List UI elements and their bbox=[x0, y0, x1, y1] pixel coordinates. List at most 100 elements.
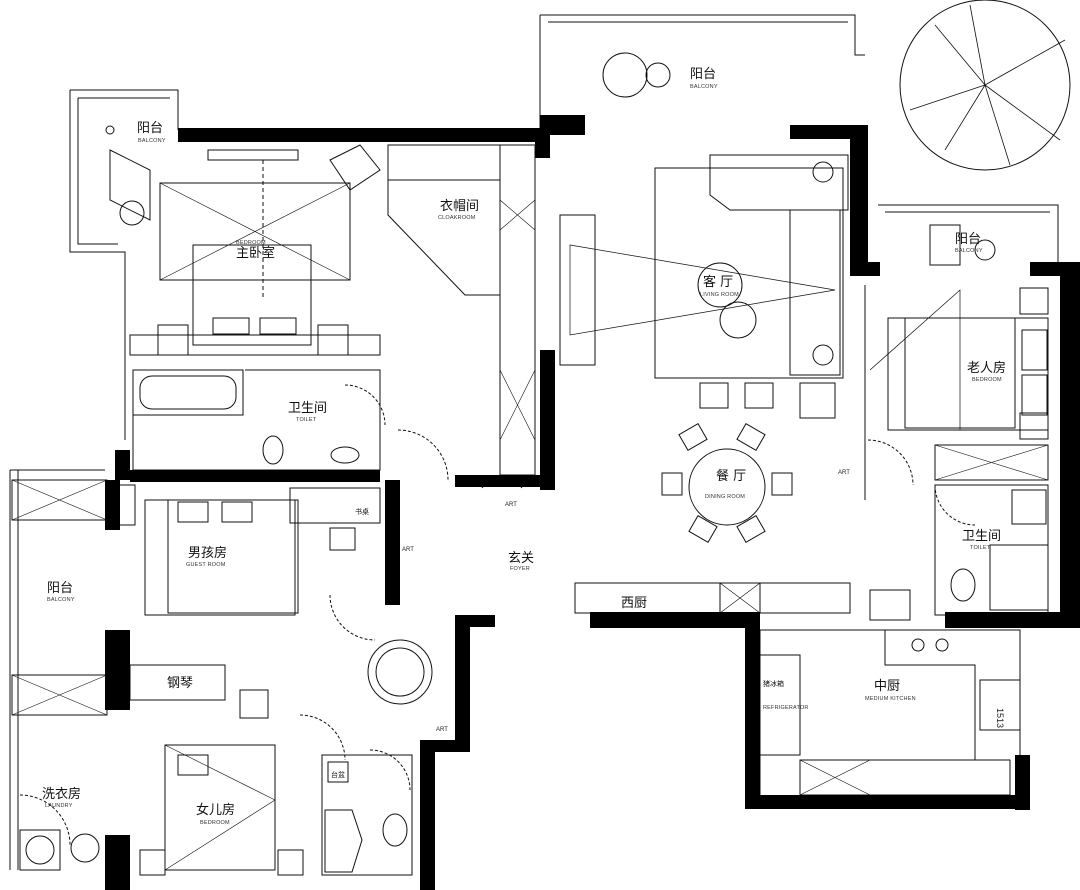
door-swing-elder bbox=[867, 439, 914, 486]
cloakroom-label-en: CLOAKROOM bbox=[438, 215, 476, 221]
wall-west-master bbox=[115, 450, 130, 480]
counter-label: 台盆 bbox=[331, 771, 345, 779]
kitchen-lower-cabinet bbox=[799, 759, 1011, 796]
laundry-label: 洗衣房 bbox=[42, 787, 82, 802]
master-balcony-left bbox=[69, 90, 126, 440]
elder-nightstand-top bbox=[1019, 287, 1049, 315]
elder-toilet-bowl bbox=[950, 568, 976, 602]
boys-chair bbox=[329, 527, 356, 551]
elder-wardrobe-cross bbox=[934, 444, 1049, 481]
cloakroom-wardrobe bbox=[499, 144, 536, 476]
door-swing-girls bbox=[299, 714, 346, 761]
master-bed-frame bbox=[159, 182, 351, 281]
cloakroom-shelf bbox=[387, 145, 500, 215]
laundry-basin bbox=[70, 833, 100, 863]
wall-foyer-north bbox=[455, 475, 545, 487]
western-kitchen-counter bbox=[574, 582, 851, 614]
dining-room-label-en: DINING ROOM bbox=[705, 494, 746, 500]
tree-canopy bbox=[899, 0, 1071, 171]
master-toilet-room bbox=[132, 369, 381, 471]
master-nightstand-right bbox=[317, 324, 349, 356]
art-label-dining: ART bbox=[838, 470, 850, 476]
balcony-chair bbox=[109, 149, 151, 221]
laundry-label-en: LAUNDRY bbox=[45, 803, 73, 809]
tree-branches bbox=[909, 4, 1066, 166]
wall-north-master bbox=[178, 128, 540, 142]
boys-room-label-en: GUEST ROOM bbox=[186, 562, 226, 568]
living-coffee-table bbox=[697, 262, 743, 308]
wall-piano-west bbox=[105, 630, 130, 710]
master-balcony-top bbox=[70, 89, 179, 130]
kitchen-counter-line bbox=[884, 630, 976, 760]
art-label-girls: ART bbox=[436, 727, 448, 733]
wall-boys-west bbox=[105, 480, 120, 530]
wall-living-pillar bbox=[535, 128, 550, 158]
living-room-label: 客 厅 bbox=[703, 275, 734, 290]
wall-north-living-left bbox=[540, 115, 585, 135]
refrigerator-label-en: REFRIGERATOR bbox=[763, 705, 809, 711]
top-balcony-outline bbox=[540, 14, 865, 56]
master-toilet-label-en: TOILET bbox=[296, 417, 317, 423]
wall-kitchen-north bbox=[590, 612, 760, 628]
master-bedroom-label: 主卧室 bbox=[236, 246, 276, 261]
dining-table bbox=[688, 448, 766, 526]
boys-desk bbox=[289, 487, 381, 524]
top-balcony-label: 阳台 bbox=[690, 67, 717, 82]
elder-balcony-table bbox=[974, 239, 996, 261]
elder-light-line bbox=[869, 289, 961, 430]
master-room-wall-inner bbox=[129, 334, 381, 356]
girls-nightstand-tag bbox=[177, 754, 209, 776]
master-bedroom-label-en: BEDROOM bbox=[236, 240, 266, 246]
living-stool-1 bbox=[699, 382, 729, 409]
art-label-foyer: ART bbox=[402, 547, 414, 553]
kitchen-cabinet-cross bbox=[799, 759, 871, 796]
door-swing-boys bbox=[329, 594, 376, 641]
west-balcony-label: 阳台 bbox=[47, 581, 74, 596]
wall-girls-toilet-east bbox=[420, 740, 435, 890]
elder-room-label: 老人房 bbox=[967, 361, 1007, 376]
sofa-top bbox=[709, 154, 849, 211]
western-kitchen-cabinet-cross bbox=[719, 582, 761, 614]
elder-shower bbox=[989, 544, 1049, 611]
girls-nightstand-right bbox=[277, 849, 304, 876]
master-toilet-bowl bbox=[262, 435, 284, 465]
living-rug bbox=[654, 167, 844, 379]
elder-nightstand-bottom bbox=[1019, 412, 1049, 440]
living-plant-bottom bbox=[812, 344, 834, 366]
foyer-round-rug-inner bbox=[375, 647, 425, 697]
living-stool-2 bbox=[744, 382, 774, 409]
washing-machine-drum bbox=[25, 835, 55, 865]
top-balcony-label-en: BALCONY bbox=[690, 84, 718, 90]
wardrobe-cross bbox=[499, 199, 536, 441]
wall-kitchen-south bbox=[745, 795, 1020, 809]
elder-pillow-bottom bbox=[1021, 374, 1048, 416]
medium-kitchen-area bbox=[759, 629, 1021, 806]
wall-east bbox=[1060, 262, 1080, 627]
west-balcony-rail bbox=[9, 470, 19, 870]
master-toilet-door-swing bbox=[344, 384, 386, 426]
girls-toilet-bowl bbox=[382, 813, 408, 847]
elder-balcony-chair bbox=[929, 224, 961, 266]
girls-nightstand-left bbox=[139, 849, 166, 876]
wall-elder-balcony bbox=[850, 262, 880, 276]
cloakroom-label: 衣帽间 bbox=[440, 199, 480, 214]
elder-pillow-top bbox=[1021, 329, 1048, 371]
master-armchair bbox=[329, 144, 381, 191]
wall-master-toilet-south bbox=[130, 470, 380, 482]
girls-light-line bbox=[164, 744, 276, 871]
girls-room-label: 女儿房 bbox=[196, 803, 236, 818]
elder-toilet-label: 卫生间 bbox=[962, 529, 1002, 544]
wall-elder-northeast bbox=[1030, 262, 1065, 276]
master-bed bbox=[192, 244, 312, 346]
wall-east-living bbox=[850, 125, 868, 275]
boys-pillow-left bbox=[177, 501, 209, 523]
boys-pillow-right bbox=[221, 501, 253, 523]
elder-balcony-label: 阳台 bbox=[955, 232, 982, 247]
west-storage-bottom-cross bbox=[11, 674, 108, 716]
wall-north-living-right bbox=[790, 125, 865, 139]
refrigerator-label: 猪冰箱 bbox=[763, 680, 784, 688]
west-balcony-label-en: BALCONY bbox=[47, 597, 75, 603]
washing-machine bbox=[19, 829, 61, 871]
dimension-label: 1513 bbox=[995, 708, 1005, 729]
elder-wardrobe bbox=[934, 444, 1049, 481]
